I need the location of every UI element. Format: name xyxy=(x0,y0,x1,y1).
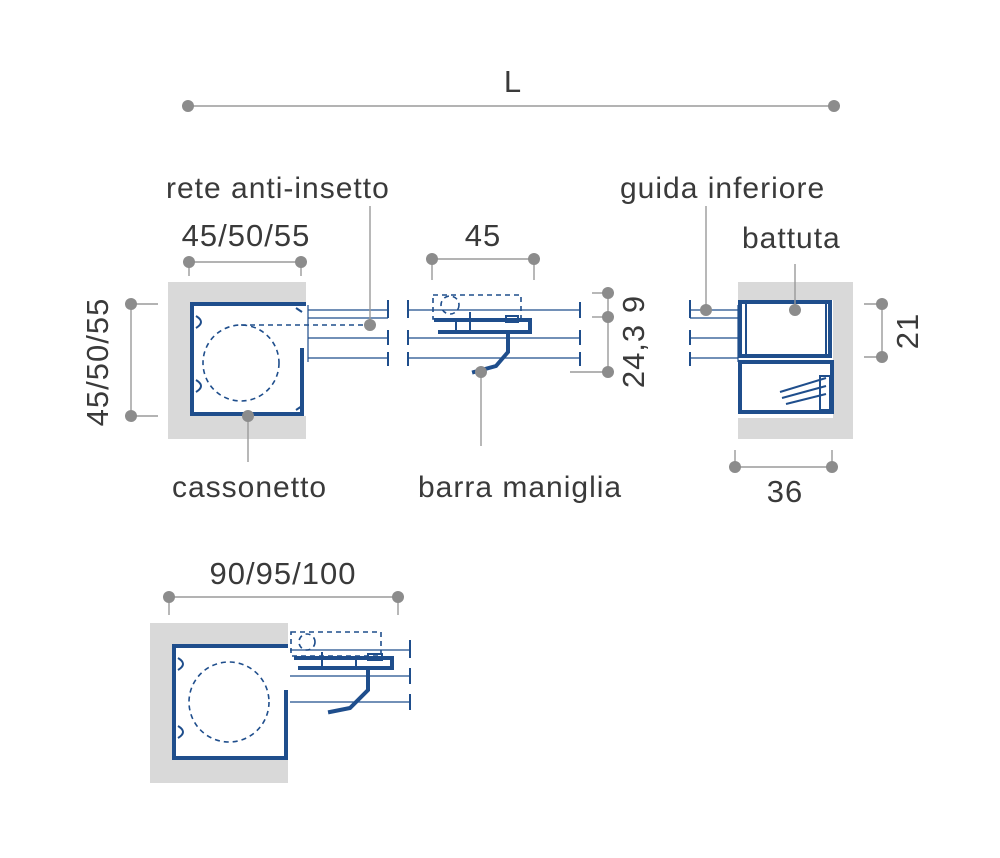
cassonetto-section: 45/50/55 45/50/55 xyxy=(80,218,370,462)
label-guida-inferiore: guida inferiore xyxy=(620,172,825,205)
dim-total-width: 90/95/100 xyxy=(210,556,357,591)
rete-anti-insetto-rails xyxy=(307,206,581,366)
dim-handle-width: 45 xyxy=(465,218,501,253)
label-battuta: battuta xyxy=(742,222,841,255)
label-L: L xyxy=(504,64,522,99)
dimension-L: L xyxy=(182,64,840,112)
barra-maniglia-section: 45 9 24,3 xyxy=(426,218,651,446)
dim-box-width: 45/50/55 xyxy=(182,218,311,253)
label-cassonetto: cassonetto xyxy=(172,471,327,504)
dim-h9: 9 xyxy=(616,295,651,313)
assembled-detail: 90/95/100 xyxy=(150,556,411,783)
dim-h21: 21 xyxy=(890,313,925,349)
dim-h24: 24,3 xyxy=(616,324,651,388)
guida-battuta-section: 21 36 xyxy=(689,206,925,509)
label-rete-anti-insetto: rete anti-insetto xyxy=(166,172,390,205)
label-barra-maniglia: barra maniglia xyxy=(418,471,622,504)
dim-w36: 36 xyxy=(767,474,803,509)
dim-box-height: 45/50/55 xyxy=(80,298,115,427)
